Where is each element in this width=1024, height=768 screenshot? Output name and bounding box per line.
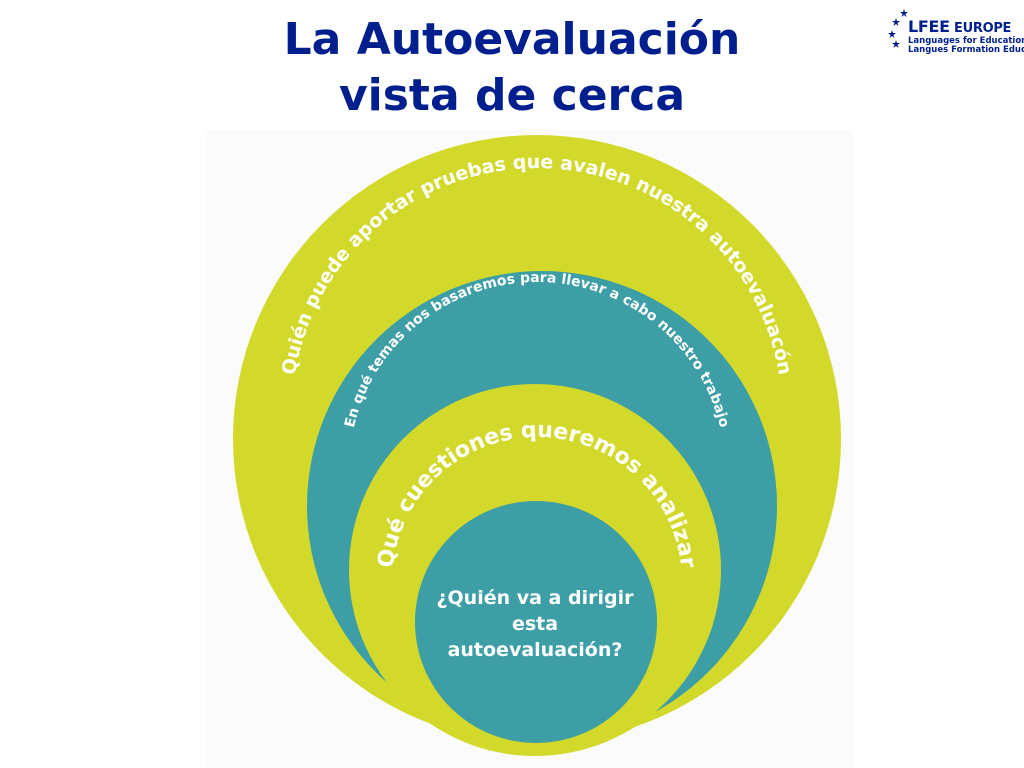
center-line-1: ¿Quién va a dirigir <box>436 587 634 609</box>
logo-subtitle-1: Languages for Education <box>908 36 1024 46</box>
center-question: ¿Quién va a dirigir esta autoevaluación? <box>420 585 650 663</box>
title-line-2: vista de cerca <box>338 70 686 121</box>
concentric-circles-diagram: Quién puede aportar pruebas que avalen n… <box>233 135 841 756</box>
lfee-logo: LFEE EUROPE Languages for Education Lang… <box>884 8 1024 55</box>
center-circle <box>415 501 657 743</box>
title-line-1: La Autoevaluación <box>283 14 741 65</box>
stars-icon <box>888 9 908 48</box>
logo-subtitle-2: Langues Formation Education <box>908 45 1024 55</box>
slide-title: La Autoevaluación vista de cerca <box>0 12 1024 124</box>
center-line-3: autoevaluación? <box>447 639 623 661</box>
center-line-2: esta <box>511 613 559 635</box>
logo-wordmark: LFEE EUROPE <box>908 17 1012 36</box>
